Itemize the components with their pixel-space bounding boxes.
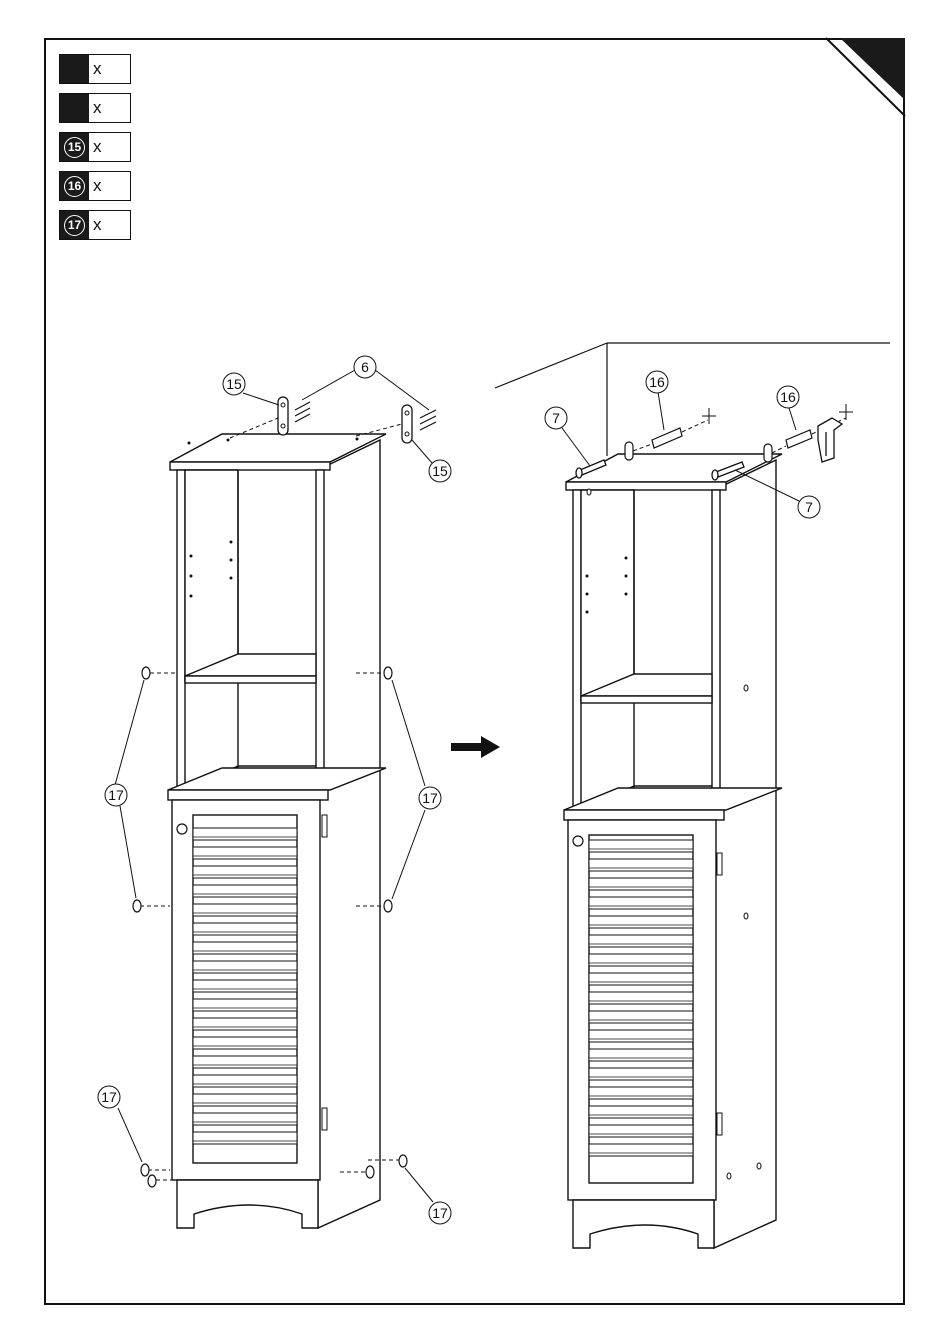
cabinet-right <box>562 392 853 1248</box>
hinge-icon <box>322 1108 327 1130</box>
cabinet-left <box>115 370 436 1228</box>
callout-15: 15 <box>432 463 448 479</box>
hinge-icon <box>322 815 327 837</box>
callout-6: 6 <box>361 359 369 375</box>
drill-icon <box>818 418 842 462</box>
callout-16: 16 <box>780 389 796 405</box>
screws-6 <box>295 402 436 430</box>
callout-7: 7 <box>552 410 560 426</box>
hinge-icon <box>717 1113 722 1135</box>
callout-15: 15 <box>226 376 242 392</box>
callout-17: 17 <box>422 790 438 806</box>
door-slats-left <box>193 828 297 1144</box>
callout-7: 7 <box>805 499 813 515</box>
door-knob <box>177 824 187 834</box>
hinge-icon <box>717 853 722 875</box>
callout-16: 16 <box>649 374 665 390</box>
door-knob <box>573 836 583 846</box>
callout-17: 17 <box>432 1205 448 1221</box>
right-arrow-icon <box>451 736 500 758</box>
callout-17: 17 <box>108 787 124 803</box>
callout-17: 17 <box>101 1089 117 1105</box>
door-slats-right <box>589 840 693 1156</box>
anchors-16 <box>652 428 812 448</box>
